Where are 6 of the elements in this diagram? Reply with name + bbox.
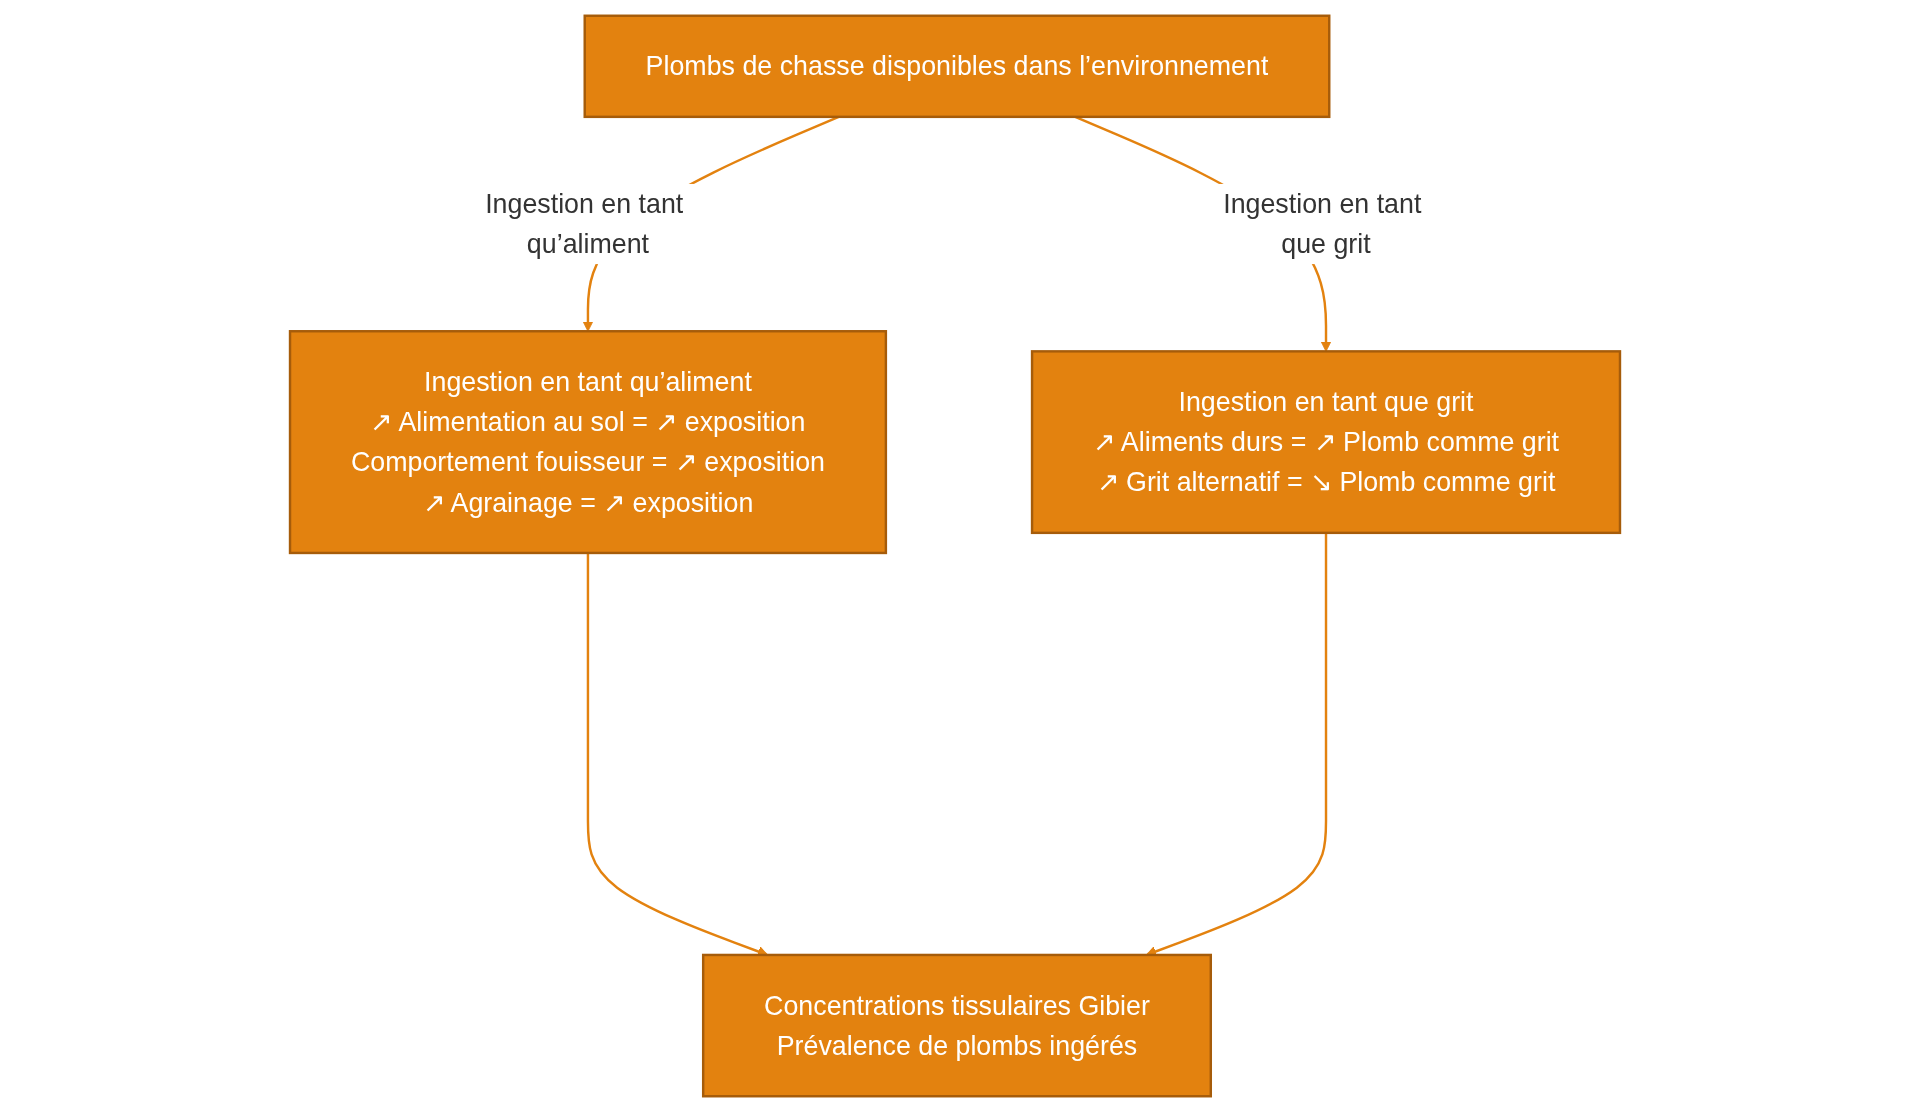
- node-box: Plombs de chasse disponibles dans l’environnement: [583, 14, 1331, 119]
- node-box: Ingestion en tant que grit ↗ Aliments durs = ↗ Plomb comme grit ↗ Grit alternatif = ↘ Plomb comme grit: [1030, 350, 1622, 535]
- node-box: Concentrations tissulaires Gibier Prévalence de plombs ingérés: [701, 953, 1212, 1098]
- edge-label: Ingestion en tant que grit: [1223, 188, 1422, 260]
- node-box: Ingestion en tant qu’aliment ↗ Alimentation au sol = ↗ exposition Comportement fouisseur = ↗ exposition ↗ Agrainage = ↗ exposition: [288, 330, 888, 555]
- edge-label: Ingestion en tant qu’aliment: [485, 188, 684, 260]
